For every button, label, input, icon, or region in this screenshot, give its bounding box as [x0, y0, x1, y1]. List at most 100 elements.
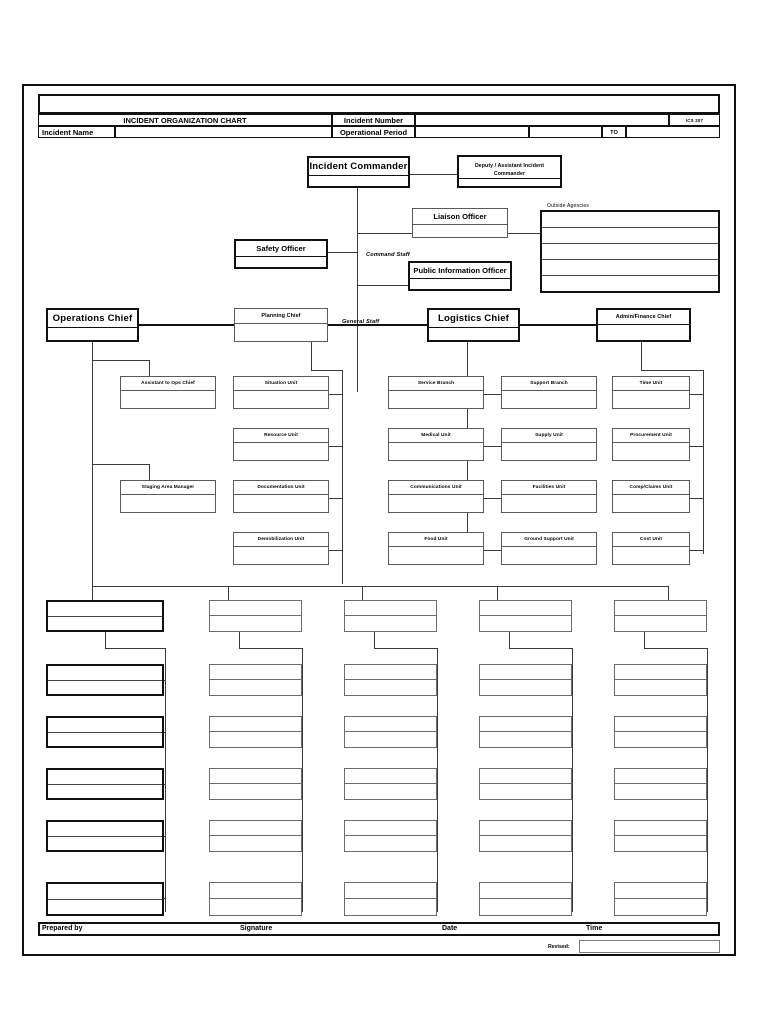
grid-box-title-field[interactable] [210, 821, 301, 836]
box-unit-situation[interactable]: Situation Unit [233, 376, 329, 409]
box-planning-chief[interactable]: Planning Chief [234, 308, 328, 342]
grid-header-box[interactable] [209, 600, 302, 632]
unit-fill[interactable] [389, 391, 483, 410]
grid-box-title-field[interactable] [480, 665, 571, 680]
unit-fill[interactable] [502, 443, 596, 462]
incident-commander-fill[interactable] [309, 176, 408, 190]
grid-box-title-field[interactable] [480, 601, 571, 616]
outside-agency-row[interactable] [542, 244, 718, 260]
box-unit-facilities[interactable]: Facilities Unit [501, 480, 597, 513]
box-operations-chief[interactable]: Operations Chief [46, 308, 139, 342]
unit-fill[interactable] [613, 391, 689, 410]
op-period-to-input[interactable] [626, 126, 720, 138]
outside-agency-row[interactable] [542, 276, 718, 291]
liaison-officer-fill[interactable] [413, 225, 507, 238]
grid-box-title-field[interactable] [345, 665, 436, 680]
grid-box-name-field[interactable] [615, 680, 706, 695]
box-unit-food[interactable]: Food Unit [388, 532, 484, 565]
box-unit-ground-support[interactable]: Ground Support Unit [501, 532, 597, 565]
grid-box-name-field[interactable] [48, 617, 162, 632]
unit-fill[interactable] [389, 547, 483, 566]
grid-box[interactable] [344, 664, 437, 696]
grid-box[interactable] [479, 820, 572, 852]
grid-box[interactable] [479, 716, 572, 748]
grid-box-title-field[interactable] [48, 602, 162, 617]
unit-fill[interactable] [234, 547, 328, 566]
grid-box[interactable] [46, 716, 164, 748]
grid-box-title-field[interactable] [210, 717, 301, 732]
grid-box-title-field[interactable] [345, 601, 436, 616]
grid-box-name-field[interactable] [48, 681, 162, 696]
outside-agencies-stack[interactable] [540, 210, 720, 293]
grid-box[interactable] [209, 716, 302, 748]
box-public-information-officer[interactable]: Public Information Officer [408, 261, 512, 291]
grid-box[interactable] [46, 664, 164, 696]
grid-box[interactable] [209, 664, 302, 696]
box-admin-finance-chief[interactable]: Admin/Finance Chief [596, 308, 691, 342]
unit-fill[interactable] [502, 547, 596, 566]
planning-chief-fill[interactable] [235, 324, 327, 343]
grid-box-title-field[interactable] [48, 718, 162, 733]
grid-box-title-field[interactable] [480, 717, 571, 732]
unit-fill[interactable] [121, 495, 215, 514]
unit-fill[interactable] [389, 495, 483, 514]
outside-agency-row[interactable] [542, 228, 718, 244]
unit-fill[interactable] [234, 495, 328, 514]
grid-box-title-field[interactable] [345, 883, 436, 899]
grid-box-name-field[interactable] [210, 616, 301, 631]
op-period-from-input[interactable] [415, 126, 529, 138]
grid-box-title-field[interactable] [480, 821, 571, 836]
box-unit-comp-claims[interactable]: Comp/Claims Unit [612, 480, 690, 513]
grid-box-title-field[interactable] [345, 769, 436, 784]
grid-header-box[interactable] [479, 600, 572, 632]
box-unit-time[interactable]: Time Unit [612, 376, 690, 409]
grid-box-name-field[interactable] [480, 784, 571, 799]
grid-box-title-field[interactable] [615, 821, 706, 836]
grid-box-name-field[interactable] [480, 680, 571, 695]
grid-box-name-field[interactable] [210, 899, 301, 915]
unit-fill[interactable] [234, 391, 328, 410]
box-liaison-officer[interactable]: Liaison Officer [412, 208, 508, 238]
grid-box[interactable] [209, 882, 302, 916]
grid-box[interactable] [209, 820, 302, 852]
grid-box[interactable] [479, 882, 572, 916]
unit-fill[interactable] [613, 443, 689, 462]
grid-box[interactable] [479, 768, 572, 800]
grid-box-title-field[interactable] [615, 883, 706, 899]
box-unit-supply[interactable]: Supply Unit [501, 428, 597, 461]
grid-box[interactable] [344, 768, 437, 800]
grid-box-name-field[interactable] [48, 900, 162, 916]
grid-box-name-field[interactable] [345, 784, 436, 799]
revised-input[interactable] [579, 940, 720, 953]
grid-box-name-field[interactable] [345, 836, 436, 851]
box-unit-cost[interactable]: Cost Unit [612, 532, 690, 565]
grid-box[interactable] [614, 768, 707, 800]
grid-box-name-field[interactable] [480, 899, 571, 915]
logistics-chief-fill[interactable] [429, 328, 518, 343]
grid-box-name-field[interactable] [615, 836, 706, 851]
grid-box-name-field[interactable] [345, 732, 436, 747]
public-information-officer-fill[interactable] [410, 279, 510, 292]
box-unit-documentation[interactable]: Documentation Unit [233, 480, 329, 513]
grid-box[interactable] [479, 664, 572, 696]
box-unit-procurement[interactable]: Procurement Unit [612, 428, 690, 461]
incident-name-input[interactable] [115, 126, 332, 138]
op-period-middle-input[interactable] [529, 126, 602, 138]
unit-fill[interactable] [613, 495, 689, 514]
grid-box-name-field[interactable] [615, 784, 706, 799]
operations-chief-fill[interactable] [48, 328, 137, 343]
grid-header-box[interactable] [614, 600, 707, 632]
admin-finance-chief-fill[interactable] [598, 325, 689, 344]
outside-agency-row[interactable] [542, 260, 718, 276]
grid-box-title-field[interactable] [345, 821, 436, 836]
grid-box-name-field[interactable] [615, 732, 706, 747]
grid-box-name-field[interactable] [48, 785, 162, 800]
grid-box[interactable] [614, 882, 707, 916]
grid-header-box[interactable] [344, 600, 437, 632]
grid-box-name-field[interactable] [345, 616, 436, 631]
grid-box-name-field[interactable] [480, 732, 571, 747]
grid-box[interactable] [344, 820, 437, 852]
box-deputy-incident-commander[interactable]: Deputy / Assistant Incident Commander [457, 155, 562, 188]
grid-header-box[interactable] [46, 600, 164, 632]
grid-box[interactable] [344, 882, 437, 916]
